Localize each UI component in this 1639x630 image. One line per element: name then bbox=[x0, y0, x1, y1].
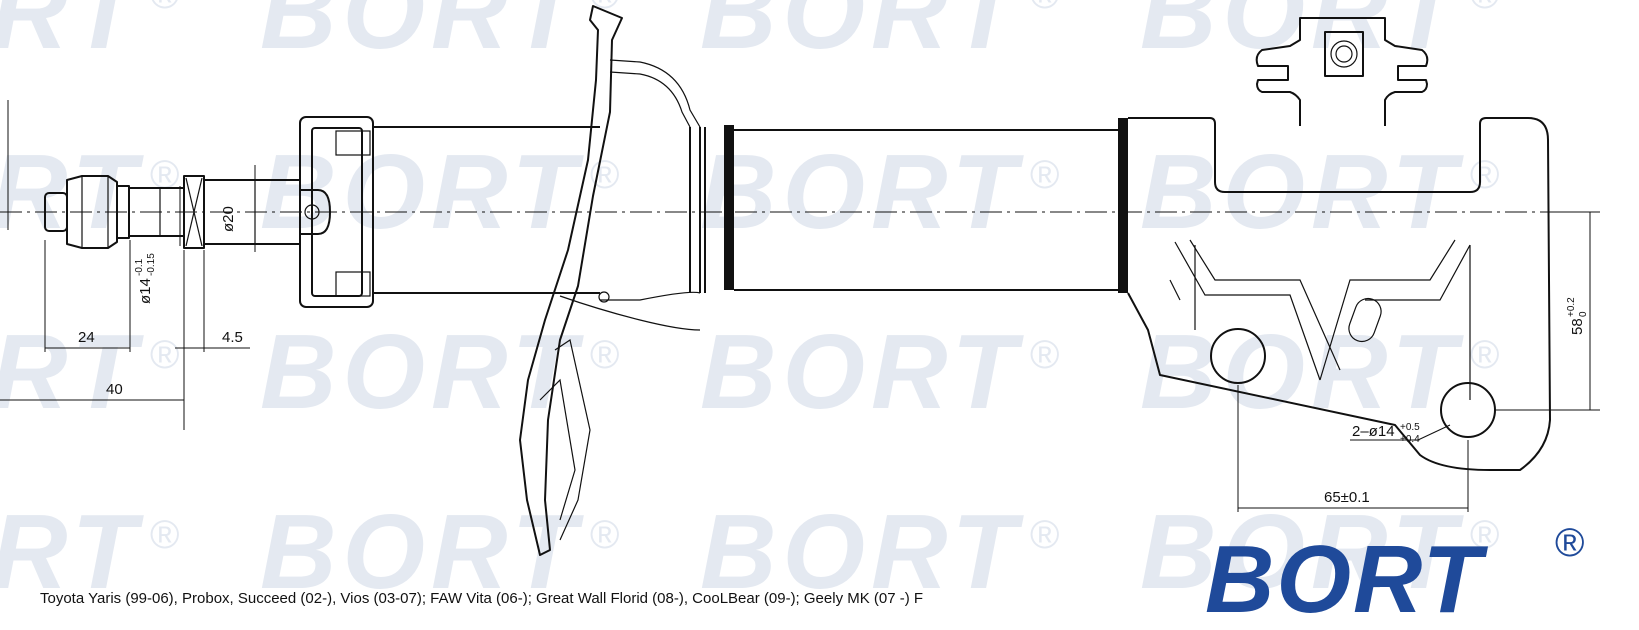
watermark-registered-mark: ® bbox=[150, 0, 179, 17]
knuckle-bracket bbox=[1127, 117, 1551, 471]
svg-text:+0.2: +0.2 bbox=[1566, 297, 1577, 317]
dim-4-5: 4.5 bbox=[222, 329, 243, 346]
svg-text:-0.15: -0.15 bbox=[146, 253, 157, 276]
watermark-registered-mark: ® bbox=[150, 513, 179, 557]
dim-58: 58 +0.2 0 bbox=[1566, 297, 1589, 335]
svg-text:ø14: ø14 bbox=[137, 278, 154, 304]
bort-logo: BORT ® bbox=[1205, 521, 1584, 630]
seal-ring-left bbox=[724, 125, 734, 290]
watermark-text: BORT bbox=[260, 493, 585, 611]
watermark-text: BORT bbox=[700, 313, 1025, 431]
watermark-text: BORT bbox=[700, 133, 1025, 251]
watermark-text: BORT bbox=[700, 493, 1025, 611]
watermark-text: BORT bbox=[0, 313, 145, 431]
watermark-registered-mark: ® bbox=[150, 153, 179, 197]
watermark-registered-mark: ® bbox=[590, 513, 619, 557]
watermark-registered-mark: ® bbox=[1470, 513, 1499, 557]
watermark-text: BORT bbox=[1140, 493, 1465, 611]
upper-mount bbox=[299, 116, 600, 308]
dim-holes: 2–ø14 +0.5 +0.4 bbox=[1352, 422, 1420, 445]
spring-seat bbox=[519, 5, 706, 556]
watermark-layer: BORT®BORT®BORT®BORT®BORT®BORT®BORT®BORT®… bbox=[0, 0, 1499, 611]
body-tube bbox=[734, 129, 1118, 291]
watermark-registered-mark: ® bbox=[590, 333, 619, 377]
watermark-text: BORT bbox=[0, 493, 145, 611]
watermark-text: BORT bbox=[260, 0, 585, 71]
watermark-text: BORT bbox=[260, 313, 585, 431]
applications-text: Toyota Yaris (99-06), Probox, Succeed (0… bbox=[40, 590, 924, 607]
watermark-text: BORT bbox=[1140, 313, 1465, 431]
svg-text:-0.1: -0.1 bbox=[134, 258, 145, 276]
logo-text: BORT bbox=[1205, 526, 1489, 630]
dimensions: 24 4.5 40 ø20 ø14 -0.1 -0.15 58 +0.2 0 2… bbox=[0, 100, 1600, 512]
dim-phi14-rod: ø14 -0.1 -0.15 bbox=[134, 253, 157, 304]
watermark-registered-mark: ® bbox=[1030, 0, 1059, 17]
watermark-registered-mark: ® bbox=[1470, 153, 1499, 197]
svg-text:+0.5: +0.5 bbox=[1400, 422, 1420, 433]
watermark-registered-mark: ® bbox=[1030, 153, 1059, 197]
watermark-registered-mark: ® bbox=[1470, 333, 1499, 377]
dim-24: 24 bbox=[78, 329, 95, 346]
watermark-text: BORT bbox=[0, 133, 145, 251]
dim-phi20: ø20 bbox=[220, 206, 237, 232]
watermark-registered-mark: ® bbox=[590, 0, 619, 17]
watermark-registered-mark: ® bbox=[1030, 513, 1059, 557]
watermark-registered-mark: ® bbox=[1030, 333, 1059, 377]
dim-40: 40 bbox=[106, 381, 123, 398]
watermark-registered-mark: ® bbox=[150, 333, 179, 377]
logo-registered-mark: ® bbox=[1555, 521, 1584, 565]
dim-65: 65±0.1 bbox=[1324, 489, 1370, 506]
watermark-text: BORT bbox=[700, 0, 1025, 71]
svg-text:+0.4: +0.4 bbox=[1400, 434, 1420, 445]
top-bracket bbox=[1255, 17, 1429, 126]
svg-text:58: 58 bbox=[1569, 318, 1586, 335]
svg-text:0: 0 bbox=[1578, 311, 1589, 317]
svg-text:2–ø14: 2–ø14 bbox=[1352, 423, 1395, 440]
watermark-text: BORT bbox=[1140, 0, 1465, 71]
seal-ring-right bbox=[1118, 118, 1128, 293]
watermark-registered-mark: ® bbox=[1470, 0, 1499, 17]
watermark-text: BORT bbox=[260, 133, 585, 251]
watermark-text: BORT bbox=[0, 0, 145, 71]
